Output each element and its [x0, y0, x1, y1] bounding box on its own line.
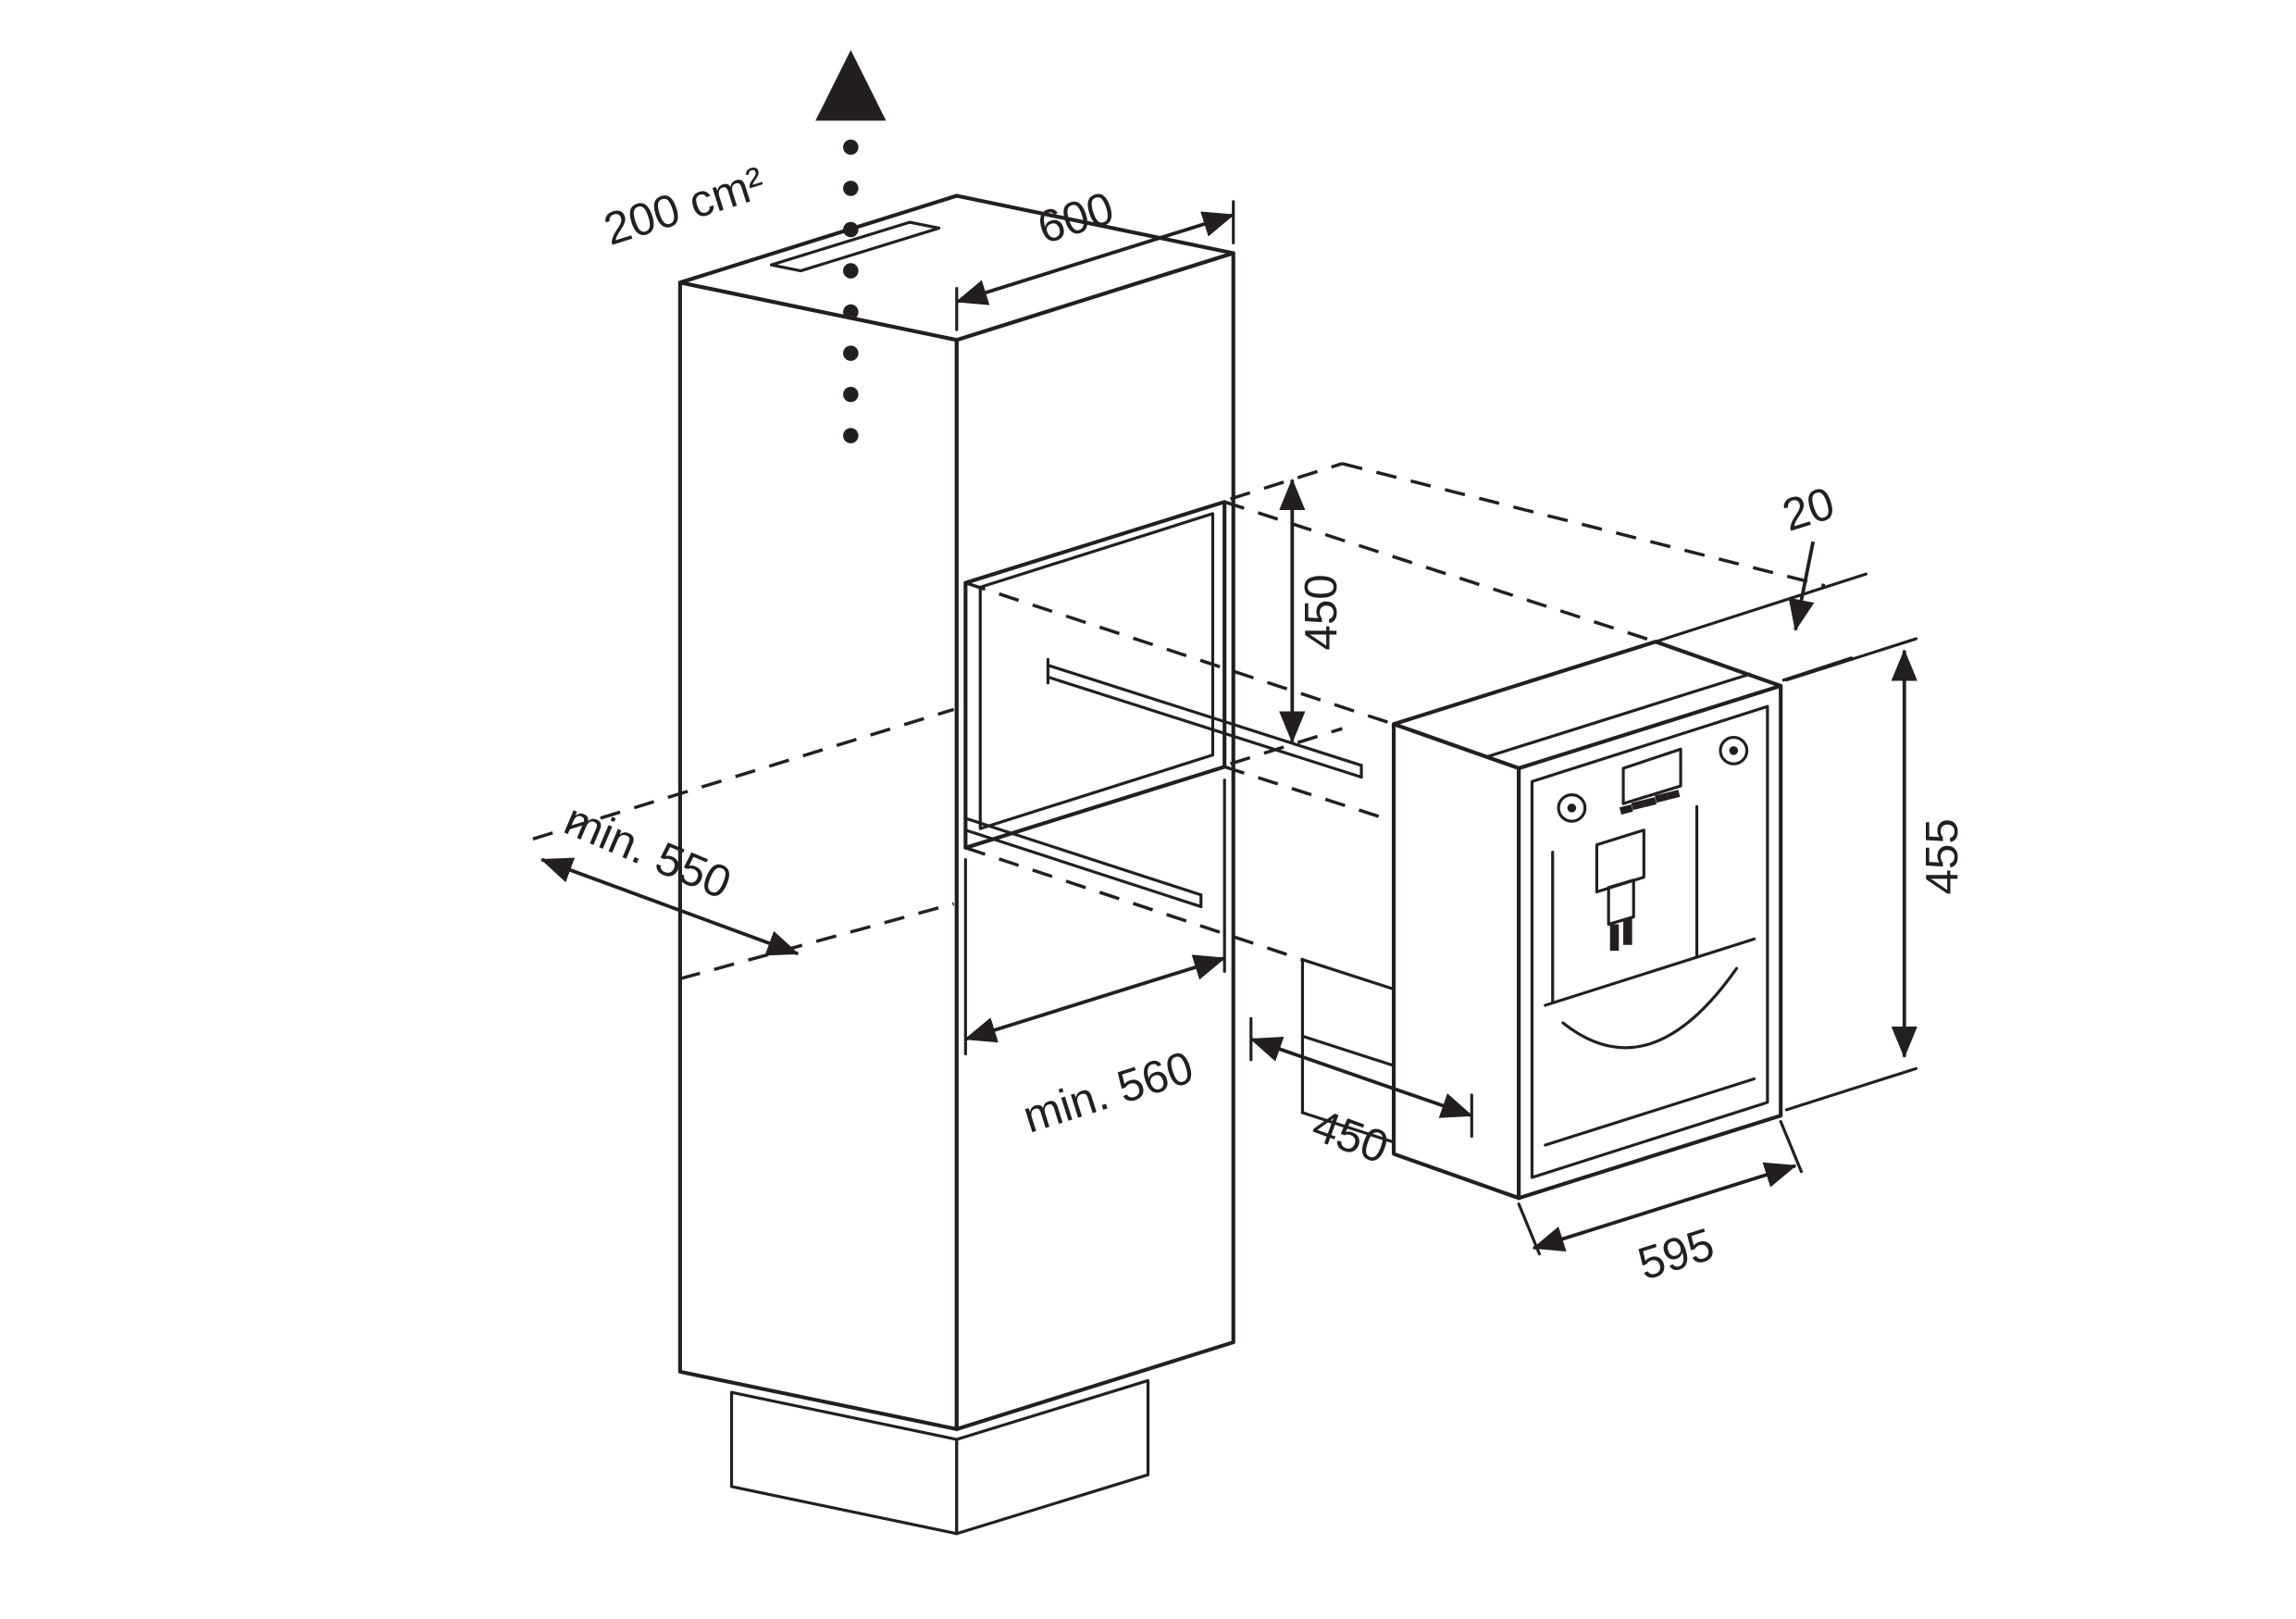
machine-spout-head	[1607, 878, 1635, 927]
machine-shelf-line	[1544, 937, 1756, 1007]
counter-plane-edge-near	[679, 902, 955, 981]
dim-top-gap: 20	[1654, 478, 1868, 682]
counter-depth-arrow	[540, 857, 800, 956]
machine-knob-left	[1557, 793, 1587, 823]
machine-spout-body	[1595, 828, 1645, 894]
dim-appliance-height: 455	[1784, 637, 1967, 1112]
machine-tray-bottom-line	[1544, 1077, 1756, 1147]
machine-knob-right	[1719, 736, 1749, 766]
appliance-height-label: 455	[1917, 818, 1967, 894]
top-gap-label: 20	[1777, 478, 1841, 542]
machine-buttons	[1619, 790, 1681, 815]
projection-cabinet-front-plane	[1341, 462, 1826, 588]
machine-drip-tray-curve	[1561, 966, 1739, 1050]
appliance-depth-arrow	[1249, 1036, 1473, 1118]
appliance-width-label: 595	[1632, 1218, 1720, 1289]
projection-top-right	[1223, 500, 1657, 643]
counter-plane-edge-far	[532, 707, 955, 841]
machine-top-panel-line	[1486, 672, 1752, 758]
top-gap-arrow	[1788, 541, 1816, 632]
vent-arrow-icon	[815, 50, 887, 121]
machine-front-bezel	[1530, 704, 1769, 1179]
appliance-depth-label: 450	[1306, 1100, 1395, 1174]
projection-top-left	[964, 580, 1395, 726]
projection-bottom-left	[964, 846, 1304, 962]
niche-height-label: 450	[1296, 574, 1347, 650]
coffee-machine	[1391, 640, 1783, 1201]
machine-knob-right-dot	[1729, 746, 1739, 755]
vent-slot	[769, 220, 941, 273]
dim-niche-height: 450	[1230, 462, 1347, 766]
cabinet-column	[677, 193, 1363, 1536]
appliance-width-arrow	[1532, 1162, 1797, 1252]
machine-knob-left-dot	[1567, 803, 1577, 813]
machine-display	[1621, 747, 1682, 805]
niche-depth-arrow	[963, 954, 1226, 1043]
machine-left-face	[1391, 722, 1521, 1201]
niche-opening-inner-frame	[978, 512, 1215, 830]
vent-area-label: 200 cm²	[598, 157, 770, 255]
vent-dotted-line	[843, 139, 859, 443]
telescopic-rails	[1046, 657, 1363, 779]
cabinet-width-arrow	[955, 211, 1235, 305]
cabinet-plinth-right	[955, 1378, 1150, 1536]
lower-support-rail	[963, 816, 1203, 909]
